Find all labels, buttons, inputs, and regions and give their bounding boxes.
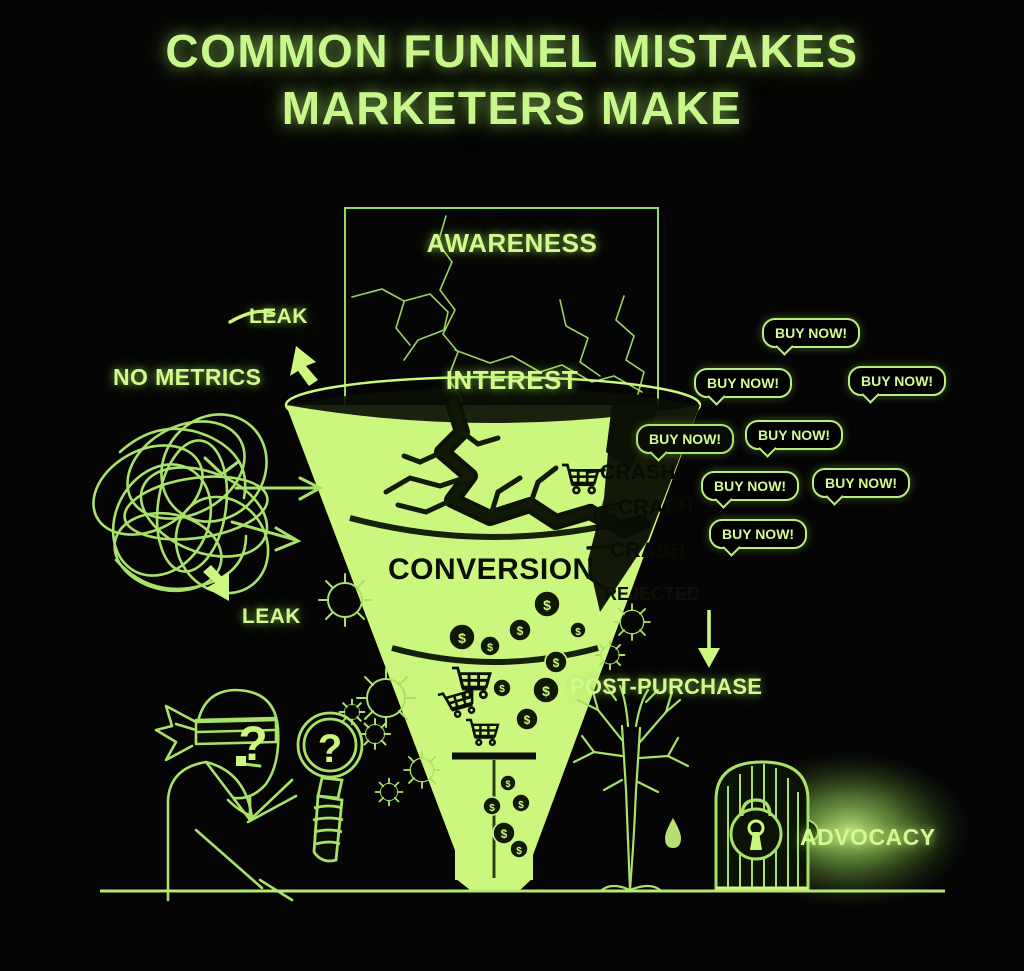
stage-label-conversion: CONVERSION [388,553,595,586]
bare-tree-icon [572,684,690,892]
leak-arrow-top [290,346,318,386]
page-title-line-2: MARKETERS MAKE [281,82,743,134]
annotation-crash-2: CRASH [618,496,694,519]
down-arrow-icon [698,610,720,668]
svg-text:$: $ [458,630,466,646]
tangled-knot-icon [92,413,324,595]
svg-text:$: $ [524,713,531,727]
buy-now-bubble-1: BUY NOW! [762,318,861,348]
crash-leader-lines [586,468,622,592]
page-title-line-1: COMMON FUNNEL MISTAKES [165,25,859,77]
svg-text:$: $ [489,803,495,814]
svg-text:$: $ [575,627,581,638]
svg-text:$: $ [518,800,524,811]
buy-now-bubble-8: BUY NOW! [709,519,808,549]
svg-text:$: $ [516,846,522,857]
shopping-cart-icon [437,463,619,747]
annotation-crash-3: CRASH [610,539,686,562]
buy-now-bubble-4: BUY NOW! [636,424,735,454]
buy-now-bubble-6: BUY NOW! [701,471,800,501]
svg-text:$: $ [553,656,560,670]
question-mark-icon: ? [238,718,267,771]
crack-icon [351,215,645,429]
magnifier-question-icon [296,711,364,863]
svg-text:$: $ [487,642,493,654]
svg-text:$: $ [501,827,508,841]
coin-dollar-icon: $ $ $ $ $ $ $ $ $ $ $ $ $ $ [448,590,587,859]
leak-arrows [203,309,318,601]
buy-now-bubble-7: BUY NOW! [812,468,911,498]
stage-label-interest: INTEREST [445,365,579,395]
padlock-icon [729,798,783,861]
svg-text:$: $ [542,683,550,699]
germ-icon [318,573,651,807]
svg-text:$: $ [505,779,510,789]
annotation-leak-top: LEAK [249,305,308,328]
water-drop-icon [665,818,681,848]
annotation-rejected: REJECTED [604,584,701,604]
annotation-no-metrics: NO METRICS [113,364,262,390]
buy-now-bubble-3: BUY NOW! [848,366,947,396]
svg-text:$: $ [499,684,505,695]
annotation-crash-1: CRASH [600,461,676,484]
stage-label-post-purchase: POST-PURCHASE [570,674,763,699]
stage-label-advocacy: ADVOCACY [800,824,936,850]
buy-now-bubble-2: BUY NOW! [694,368,793,398]
leak-arrow-bottom [203,565,229,601]
blindfolded-person-icon [154,688,298,902]
stage-label-awareness: AWARENESS [426,228,598,258]
svg-text:$: $ [543,597,551,613]
buy-now-bubble-5: BUY NOW! [745,420,844,450]
annotation-leak-bottom: LEAK [242,605,301,628]
question-mark-icon-2: ? [318,727,342,771]
svg-text:$: $ [517,624,524,638]
